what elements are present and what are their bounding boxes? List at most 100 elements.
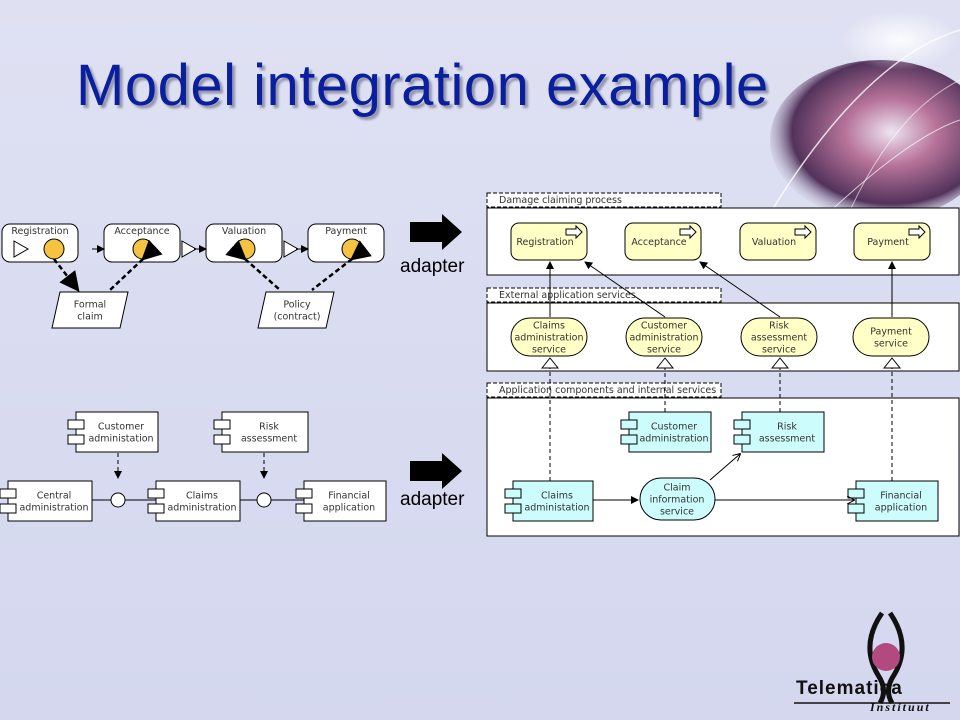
right-component-financial-application-tab-1 <box>847 488 865 499</box>
event-3 <box>234 238 256 260</box>
right-process-step-label-3: Valuation <box>752 237 796 248</box>
external-service-label-2-line-1: Customer <box>641 321 687 332</box>
external-service-label-2-line-2: administration <box>629 333 698 344</box>
component-central-administration-label-line-1: Central <box>37 491 72 502</box>
component-risk-assessment-label-line-2: assessment <box>241 434 298 445</box>
component-claims-administration-label-line-1: Claims <box>186 491 218 502</box>
adapter-label-bottom: adapter <box>400 489 465 510</box>
data-object-policy-label-line-1: Policy <box>283 300 311 311</box>
data-object-policy-label-line-2: (contract) <box>274 312 321 323</box>
component-claims-administration <box>155 480 241 522</box>
interface-1 <box>110 492 126 508</box>
adapter-label-top: adapter <box>400 256 465 277</box>
right-component-claims-administation <box>512 480 594 522</box>
right-component-financial-application <box>855 480 939 522</box>
external-service-1 <box>510 317 588 357</box>
process-step-label-3: Valuation <box>222 226 266 237</box>
logo-name: Telematica <box>796 678 903 699</box>
realization-4-head <box>882 357 902 369</box>
access-2 <box>109 239 163 291</box>
interface-2 <box>256 492 272 508</box>
component-customer-administation-label-line-2: administation <box>88 434 153 445</box>
event-2 <box>132 238 154 260</box>
right-component-risk-assessment-label-line-2: assessment <box>759 434 816 445</box>
component-customer-administation-tab-1 <box>67 419 85 430</box>
access-3 <box>225 239 281 291</box>
layer-tag-1 <box>486 192 722 208</box>
component-customer-administation-tab-2 <box>67 434 85 445</box>
right-component-financial-application-tab-2 <box>847 503 865 514</box>
right-component-customer-administration-tab-2 <box>620 434 638 445</box>
layer-title-3: Application components and internal serv… <box>499 385 716 396</box>
component-risk-assessment-tab-2 <box>213 434 231 445</box>
external-service-2 <box>625 317 703 357</box>
page-title: Model integration example <box>76 53 769 118</box>
component-financial-application-label-line-1: Financial <box>328 491 370 502</box>
process-step-label-1: Registration <box>11 226 68 237</box>
event-4 <box>341 238 363 260</box>
right-component-claims-administation-label-line-2: administation <box>524 503 589 514</box>
data-object-formal-claim-label-line-1: Formal <box>74 300 106 311</box>
access-1 <box>53 258 80 292</box>
right-component-risk-assessment <box>741 411 825 453</box>
event-1 <box>43 238 65 260</box>
right-process-step-label-1: Registration <box>516 237 573 248</box>
right-process-step-icon-2 <box>679 224 697 240</box>
component-financial-application-label-line-2: application <box>323 503 375 514</box>
component-claims-administration-tab-1 <box>147 488 165 499</box>
trigger-1 <box>13 240 30 258</box>
internal-service-label-line-2: information <box>650 495 705 506</box>
external-service-4 <box>852 317 930 357</box>
component-central-administration <box>7 480 93 522</box>
external-service-label-4-line-1: Payment <box>870 327 912 338</box>
data-object-formal-claim <box>51 291 129 329</box>
component-risk-assessment-label-line-1: Risk <box>259 422 279 433</box>
data-object-formal-claim-label-line-2: claim <box>77 312 103 323</box>
component-financial-application <box>303 480 387 522</box>
right-process-step-icon-4 <box>908 224 926 240</box>
component-financial-application-tab-1 <box>295 488 313 499</box>
internal-service-label-line-1: Claim <box>664 483 691 494</box>
external-service-label-1-line-1: Claims <box>533 321 565 332</box>
component-central-administration-label-line-2: administration <box>19 503 88 514</box>
external-service-label-3-line-1: Risk <box>769 321 789 332</box>
process-step-label-2: Acceptance <box>114 226 169 237</box>
right-component-financial-application-label-line-1: Financial <box>880 491 922 502</box>
right-component-claims-administation-label-line-1: Claims <box>541 491 573 502</box>
layer-tag-2 <box>486 287 722 303</box>
internal-flow-3 <box>709 454 740 481</box>
adapter-arrow-bottom-icon <box>410 453 462 489</box>
right-component-financial-application-label-line-2: application <box>875 503 927 514</box>
external-service-label-2-line-3: service <box>647 345 681 356</box>
component-risk-assessment <box>221 411 309 453</box>
trigger-3 <box>283 240 300 258</box>
component-customer-administation-label-line-1: Customer <box>98 422 144 433</box>
right-component-customer-administration <box>628 411 712 453</box>
component-claims-administration-tab-2 <box>147 503 165 514</box>
right-component-risk-assessment-label-line-1: Risk <box>777 422 797 433</box>
external-service-label-3-line-3: service <box>762 345 796 356</box>
trigger-2 <box>181 240 198 258</box>
right-process-step-icon-1 <box>565 224 583 240</box>
external-service-label-1-line-2: administration <box>514 333 583 344</box>
used-by-3 <box>699 261 781 318</box>
external-service-3 <box>740 317 818 357</box>
telematica-logo-icon <box>794 611 950 705</box>
layer-tag-3 <box>486 382 722 398</box>
layer-title-1: Damage claiming process <box>499 195 622 206</box>
access-4 <box>311 240 372 291</box>
right-component-customer-administration-tab-1 <box>620 419 638 430</box>
process-step-label-4: Payment <box>325 226 367 237</box>
realization-1-head <box>540 357 560 369</box>
right-process-step-icon-3 <box>794 224 812 240</box>
data-object-policy <box>257 291 335 329</box>
component-financial-application-tab-2 <box>295 503 313 514</box>
component-risk-assessment-tab-1 <box>213 419 231 430</box>
right-component-claims-administation-tab-2 <box>504 503 522 514</box>
right-component-customer-administration-label-line-2: administration <box>639 434 708 445</box>
logo-subtitle: Instituut <box>870 700 931 714</box>
component-central-administration-tab-2 <box>0 503 17 514</box>
internal-service-claim-information <box>639 477 716 521</box>
